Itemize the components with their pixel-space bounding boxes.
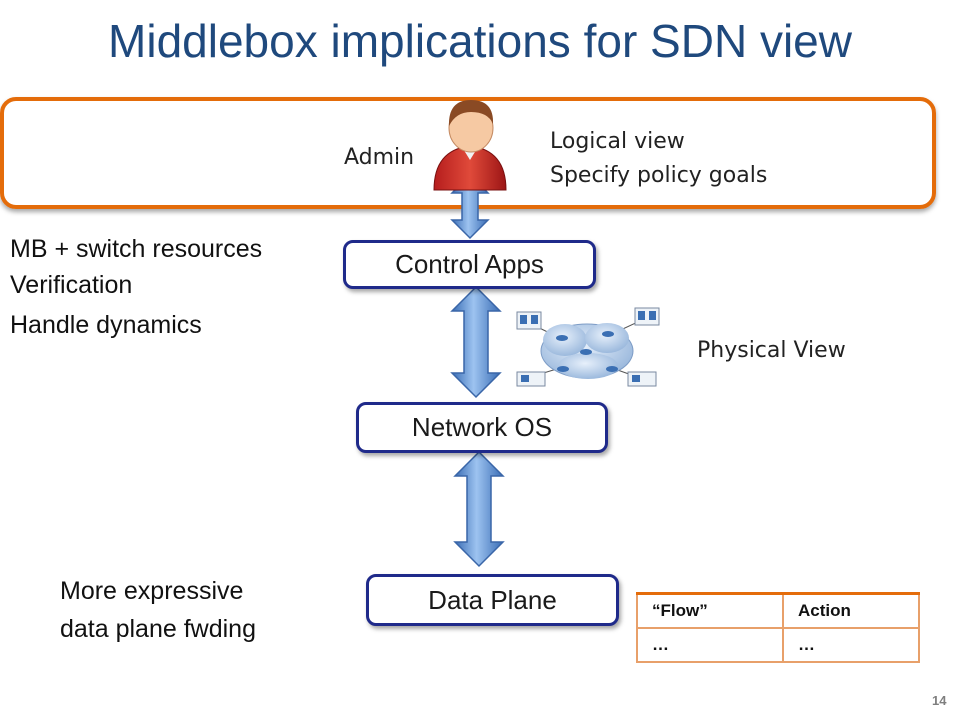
- table-cell-action: …: [782, 626, 920, 663]
- slide-number: 14: [932, 693, 947, 708]
- table-header-action: Action: [782, 592, 920, 629]
- note-mb-switch-resources: MB + switch resources: [10, 235, 263, 263]
- note-more-expressive: More expressive: [60, 577, 244, 605]
- arrow-admin-control: [450, 173, 490, 240]
- physical-view-label: Physical View: [697, 338, 846, 363]
- admin-label: Admin: [344, 145, 415, 170]
- slide-title: Middlebox implications for SDN view: [108, 15, 852, 67]
- data-plane-box: Data Plane: [366, 574, 619, 626]
- logical-view-label: Logical view: [550, 129, 685, 154]
- note-data-plane-fwding: data plane fwding: [60, 615, 256, 643]
- arrow-os-dataplane: [453, 450, 505, 568]
- flow-action-table: “Flow” Action … …: [636, 592, 920, 663]
- control-apps-box: Control Apps: [343, 240, 596, 289]
- arrow-control-os: [450, 285, 502, 399]
- admin-user-icon: [433, 100, 507, 191]
- table-row: … …: [636, 626, 920, 663]
- note-handle-dynamics: Handle dynamics: [10, 311, 202, 339]
- network-os-box: Network OS: [356, 402, 608, 453]
- table-header-flow: “Flow”: [636, 592, 784, 629]
- note-verification: Verification: [10, 271, 133, 299]
- table-header-row: “Flow” Action: [636, 592, 920, 629]
- policy-goals-label: Specify policy goals: [550, 163, 768, 188]
- table-cell-flow: …: [636, 626, 784, 663]
- network-cloud-icon: [516, 307, 660, 387]
